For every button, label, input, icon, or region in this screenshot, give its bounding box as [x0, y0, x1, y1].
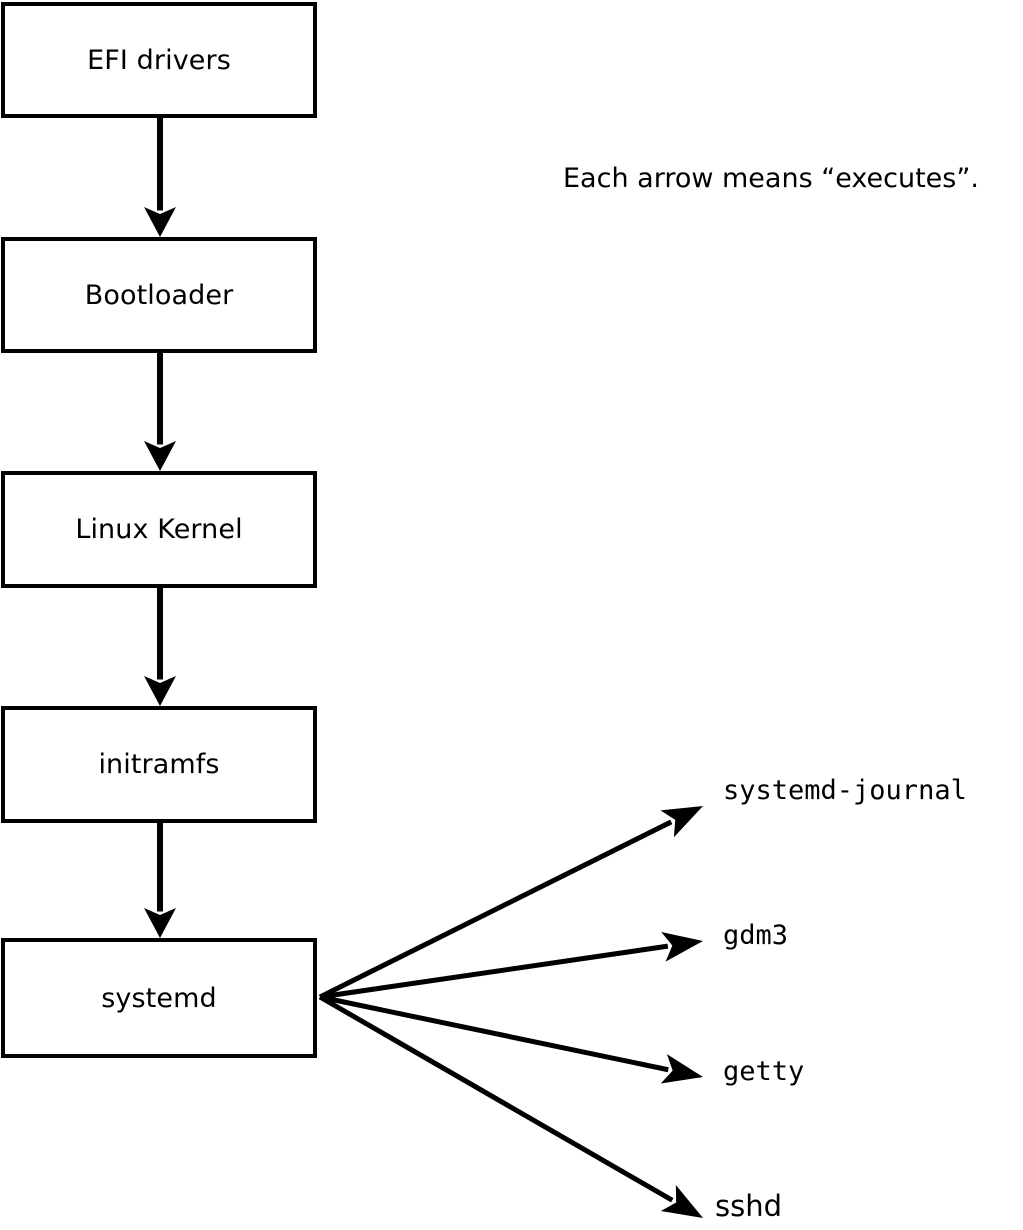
node-efi-drivers: EFI drivers — [1, 2, 317, 118]
arrow-systemd-to-systemd-journal-shaft — [318, 819, 673, 1000]
arrow-systemd-to-gdm3 — [319, 931, 703, 1000]
node-label-efi-drivers: EFI drivers — [87, 44, 231, 76]
node-label-bootloader: Bootloader — [84, 279, 234, 311]
arrow-systemd-to-systemd-journal-head — [660, 806, 703, 838]
arrow-systemd-to-gdm3-shaft — [319, 943, 669, 1000]
arrow-systemd-to-getty-head — [660, 1054, 703, 1084]
arrow-systemd-to-sshd-head — [660, 1185, 703, 1218]
node-initramfs: initramfs — [1, 706, 317, 823]
arrow-systemd-to-systemd-journal — [318, 806, 703, 1000]
arrow-kernel-to-initramfs — [144, 588, 176, 706]
node-label-initramfs: initramfs — [98, 749, 220, 780]
arrow-systemd-to-gdm3-head — [661, 931, 703, 962]
node-label-linux-kernel: Linux Kernel — [75, 514, 243, 545]
node-label-systemd: systemd — [101, 982, 217, 1014]
arrow-systemd-to-getty-shaft — [319, 994, 669, 1073]
leaf-label-getty: getty — [723, 1056, 805, 1087]
arrow-initramfs-to-systemd — [144, 823, 176, 938]
leaf-label-gdm3: gdm3 — [723, 920, 789, 951]
node-systemd: systemd — [1, 938, 317, 1058]
arrow-initramfs-to-systemd-head — [144, 908, 176, 938]
arrow-systemd-to-sshd-shaft — [318, 994, 674, 1203]
leaf-label-sshd: sshd — [715, 1189, 783, 1223]
arrow-bootloader-to-kernel-head — [144, 441, 176, 471]
arrow-kernel-to-initramfs-head — [144, 676, 176, 706]
node-linux-kernel: Linux Kernel — [1, 471, 317, 588]
node-bootloader: Bootloader — [1, 237, 317, 353]
arrow-systemd-to-getty — [319, 994, 703, 1084]
annotation-each-arrow-means-executes: Each arrow means “executes”. — [563, 163, 979, 194]
arrow-systemd-to-sshd — [318, 994, 703, 1218]
arrow-bootloader-to-kernel — [144, 353, 176, 471]
leaf-label-systemd-journal: systemd-journal — [723, 775, 967, 806]
arrow-efi-to-bootloader-head — [144, 207, 176, 237]
arrow-efi-to-bootloader — [144, 118, 176, 237]
